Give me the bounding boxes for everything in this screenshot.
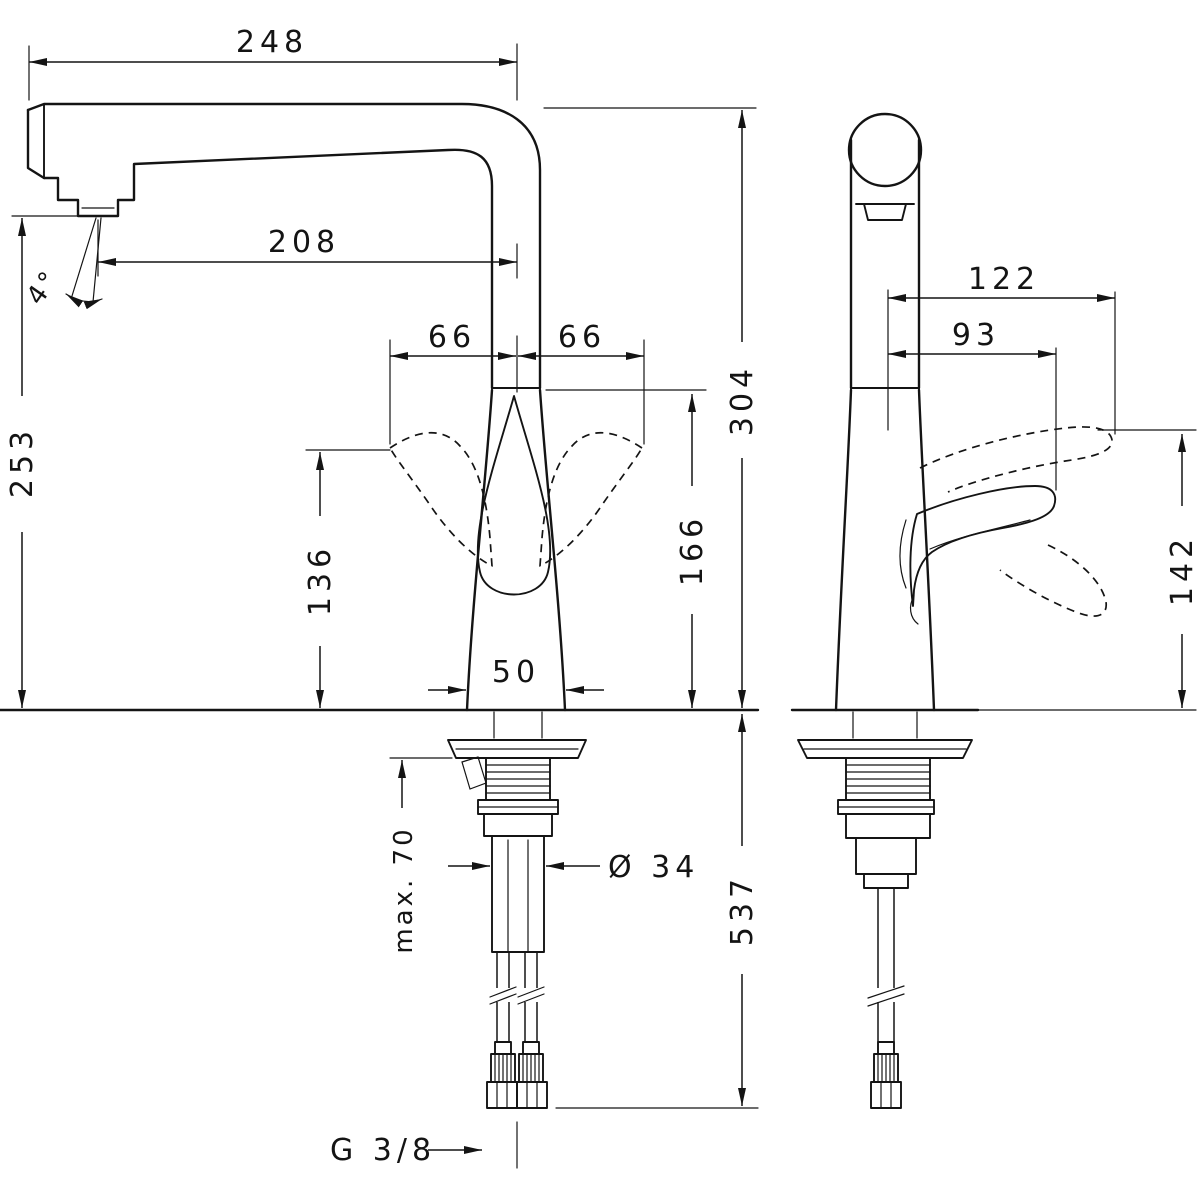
dim-253: 253	[5, 215, 91, 708]
dim-label-g38: G 3/8	[330, 1133, 436, 1168]
dim-angle-4deg: 4°	[21, 217, 103, 311]
handle-swivel-dashed	[389, 431, 643, 567]
hose-fitting-right	[516, 1041, 548, 1109]
dim-label-dia34: Ø 34	[608, 850, 699, 885]
dim-label-142: 142	[1165, 534, 1200, 606]
column-outline	[834, 112, 936, 712]
front-view: 122 93 142	[790, 112, 1200, 1109]
dim-66-66: 66 66	[389, 320, 645, 445]
supply-hoses	[489, 952, 545, 1042]
mounting-nut	[483, 813, 553, 837]
dim-93: 93	[888, 318, 1057, 491]
dim-537: 537	[555, 714, 760, 1109]
escutcheon	[447, 739, 587, 759]
escutcheon-front	[797, 739, 973, 759]
shank-body	[491, 835, 545, 953]
below-deck-assembly	[447, 711, 587, 1109]
dim-208: 208	[97, 219, 518, 279]
dim-label-253: 253	[5, 426, 40, 498]
dim-50: 50	[428, 655, 604, 694]
dim-304: 304	[543, 107, 760, 708]
dim-label-66-left: 66	[428, 320, 476, 355]
spout-end-circle	[847, 112, 923, 188]
handle-raised-dashed	[919, 426, 1113, 493]
dim-label-136: 136	[303, 544, 338, 616]
hose-fitting-front	[870, 1041, 902, 1109]
dim-label-93: 93	[952, 318, 1000, 353]
side-view: 248 208 4° 66 66 253	[0, 25, 760, 1169]
dim-label-max70: max. 70	[389, 826, 419, 953]
handle-lowered-dashed	[999, 544, 1107, 617]
dim-dia34: Ø 34	[448, 850, 699, 885]
dim-label-208: 208	[268, 225, 340, 260]
dim-label-304: 304	[725, 364, 760, 436]
teardrop-cutout	[476, 395, 552, 596]
dim-label-537: 537	[725, 874, 760, 946]
aerator-front	[863, 203, 907, 221]
dim-122: 122	[887, 262, 1116, 435]
supply-hose-front	[867, 888, 905, 1042]
dim-248: 248	[28, 25, 518, 101]
handle-front	[899, 426, 1113, 625]
body-outline	[465, 388, 567, 712]
mounting-nut-front	[845, 813, 931, 839]
fixing-clip	[461, 756, 487, 790]
hose-fitting-left	[486, 1041, 518, 1109]
dim-label-angle: 4°	[21, 264, 66, 310]
below-deck-assembly-front	[797, 711, 973, 1109]
dim-label-66-right: 66	[558, 320, 606, 355]
dim-142: 142	[1097, 429, 1200, 708]
dim-136: 136	[303, 449, 391, 708]
dim-max70: max. 70	[389, 757, 453, 954]
dim-label-122: 122	[968, 262, 1040, 297]
dim-label-50: 50	[492, 655, 540, 690]
spout-outline	[26, 102, 542, 390]
dim-label-248: 248	[236, 25, 308, 60]
dim-thread-g38: G 3/8	[330, 1121, 518, 1169]
dim-label-166: 166	[675, 514, 710, 586]
dim-166: 166	[545, 389, 710, 708]
